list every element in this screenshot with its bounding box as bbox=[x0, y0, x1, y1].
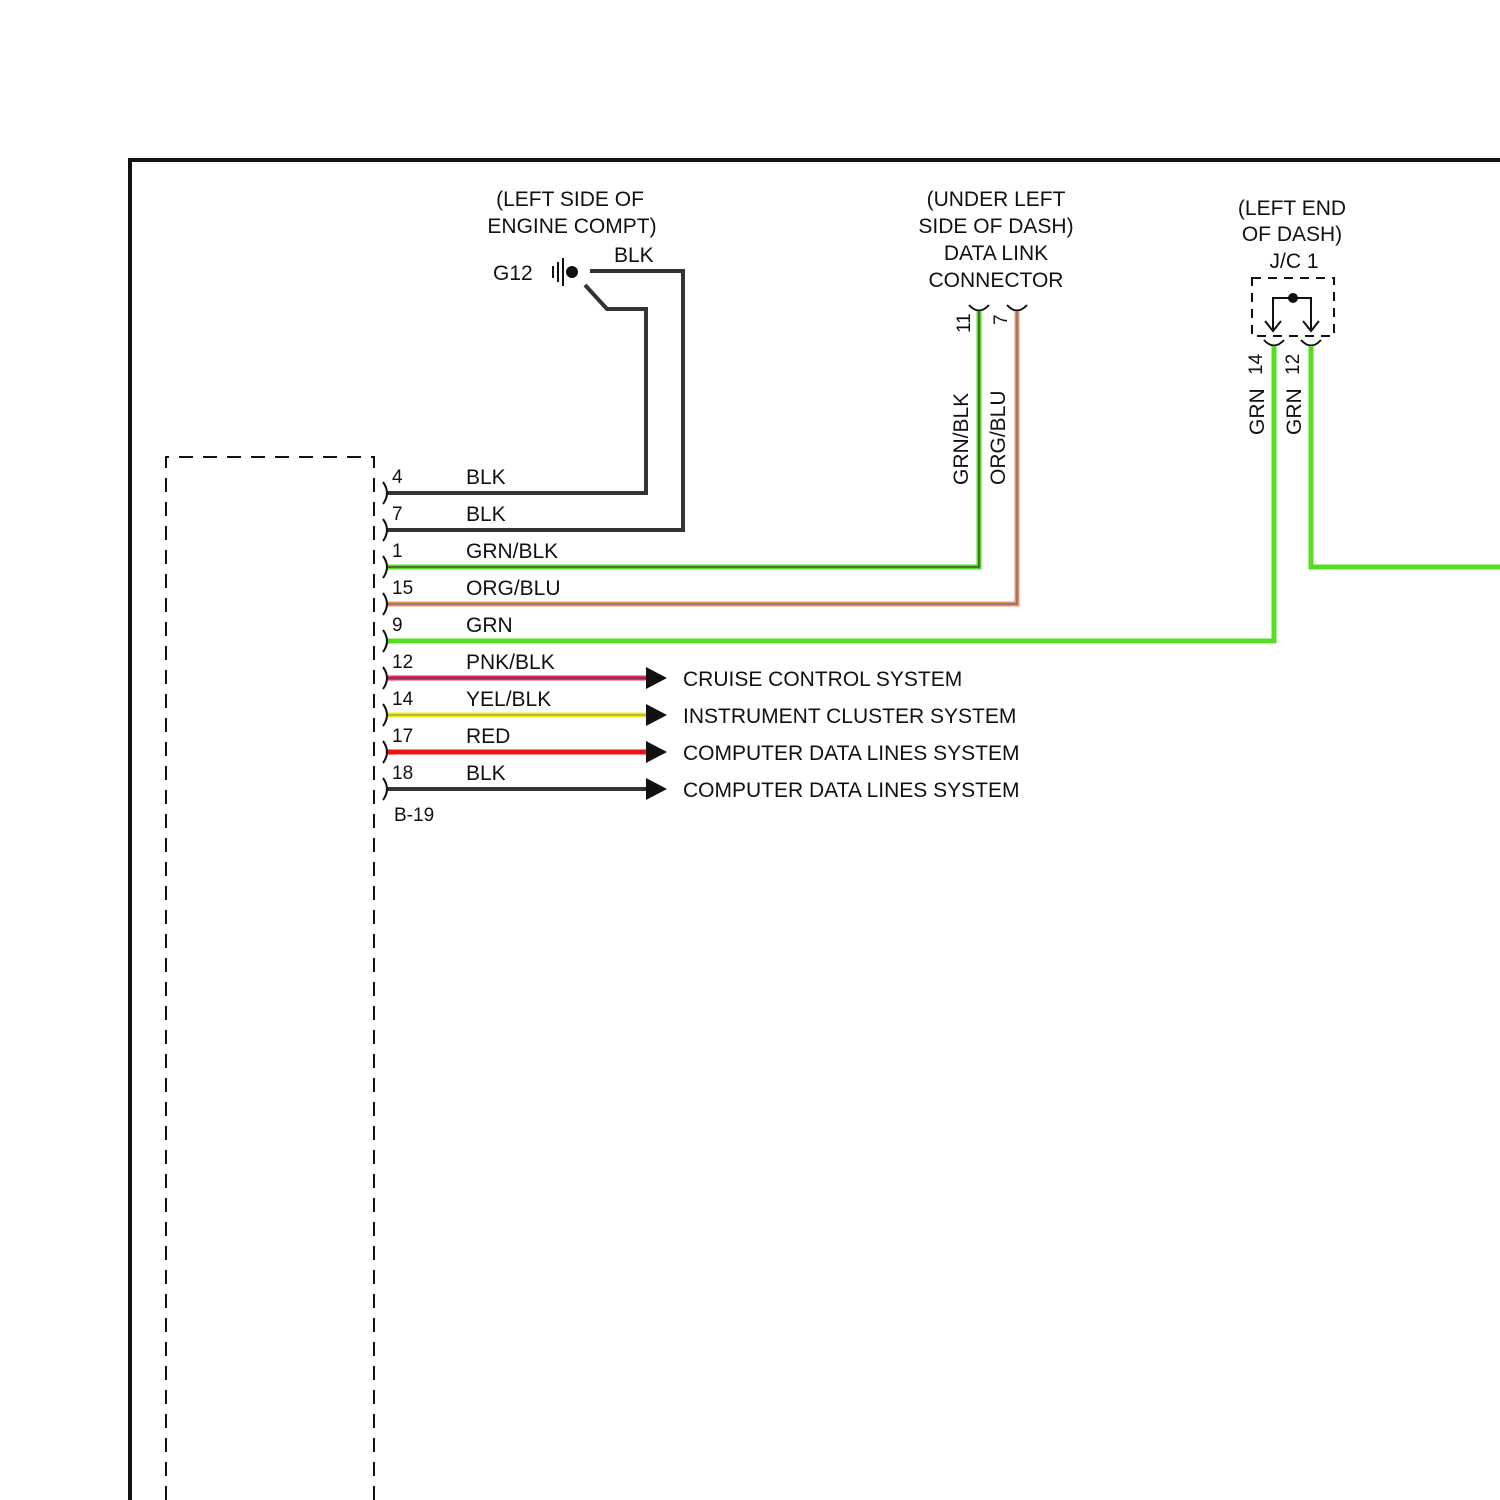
ground-id: G12 bbox=[493, 262, 533, 285]
dlc-terminal-7-icon bbox=[1007, 305, 1027, 311]
wire-grn-jc12-continuation bbox=[1311, 346, 1500, 567]
dlc-wire-7-label: ORG/BLU bbox=[987, 390, 1010, 485]
wire-color-label: GRN/BLK bbox=[466, 540, 558, 563]
jc-location-line2: OF DASH) bbox=[1242, 223, 1342, 246]
wire-color-label: BLK bbox=[466, 466, 506, 489]
wire-color-label: BLK bbox=[466, 762, 506, 785]
arrow-icon bbox=[646, 704, 667, 726]
jc-wire-12-label: GRN bbox=[1283, 388, 1306, 435]
module-connector-b19: 4 BLK 7 BLK 1 GRN/BLK 15 ORG/BLU 9 GRN 1… bbox=[383, 466, 561, 826]
arrow-icon bbox=[646, 741, 667, 763]
dlc-terminal-11-icon bbox=[969, 305, 989, 311]
jc-wire-14-label: GRN bbox=[1246, 388, 1269, 435]
terminal-icon bbox=[383, 667, 387, 689]
junction-connector: (LEFT END OF DASH) J/C 1 14 12 GRN GRN bbox=[1238, 197, 1346, 435]
dlc-location-line1: (UNDER LEFT bbox=[927, 188, 1066, 211]
dlc-name-line2: CONNECTOR bbox=[929, 269, 1064, 292]
terminal-icon bbox=[383, 593, 387, 615]
jc-pin-14: 14 bbox=[1246, 353, 1267, 375]
wire-color-label: GRN bbox=[466, 614, 513, 637]
wire-red bbox=[386, 741, 667, 763]
dlc-name-line1: DATA LINK bbox=[944, 242, 1048, 265]
ground-symbol-icon bbox=[553, 258, 578, 286]
dlc-pin-11: 11 bbox=[954, 313, 975, 333]
arrow-icon bbox=[646, 778, 667, 800]
destination-label: COMPUTER DATA LINES SYSTEM bbox=[683, 779, 1019, 802]
pin-number: 15 bbox=[392, 578, 413, 599]
dlc-location-line2: SIDE OF DASH) bbox=[918, 215, 1073, 238]
terminal-icon bbox=[383, 556, 387, 578]
jc-bus-icon bbox=[1265, 293, 1319, 331]
data-link-connector: (UNDER LEFT SIDE OF DASH) DATA LINK CONN… bbox=[918, 188, 1073, 485]
module-outline bbox=[166, 457, 374, 1500]
terminal-icon bbox=[383, 482, 387, 504]
destination-label: COMPUTER DATA LINES SYSTEM bbox=[683, 742, 1019, 765]
wire-color-label: ORG/BLU bbox=[466, 577, 561, 600]
jc-name: J/C 1 bbox=[1269, 250, 1318, 273]
wire-color-label: BLK bbox=[466, 503, 506, 526]
destination-label: INSTRUMENT CLUSTER SYSTEM bbox=[683, 705, 1016, 728]
terminal-icon bbox=[383, 741, 387, 763]
connector-id: B-19 bbox=[394, 805, 434, 826]
pin-number: 4 bbox=[392, 467, 403, 488]
pin-number: 12 bbox=[392, 652, 413, 673]
pin-number: 14 bbox=[392, 689, 414, 710]
ground-location-line2: ENGINE COMPT) bbox=[487, 215, 656, 238]
wire-color-label: YEL/BLK bbox=[466, 688, 551, 711]
pin-number: 1 bbox=[392, 541, 403, 562]
destination-label: CRUISE CONTROL SYSTEM bbox=[683, 668, 962, 691]
pin-number: 17 bbox=[392, 726, 413, 747]
jc-pin-12: 12 bbox=[1283, 354, 1304, 375]
dlc-wire-11-label: GRN/BLK bbox=[950, 393, 973, 485]
terminal-icon bbox=[383, 778, 387, 800]
pin-number: 18 bbox=[392, 763, 413, 784]
jc-location-line1: (LEFT END bbox=[1238, 197, 1346, 220]
jc-terminal-14-icon bbox=[1264, 340, 1284, 346]
terminal-icon bbox=[383, 704, 387, 726]
dlc-pin-7: 7 bbox=[991, 314, 1012, 325]
ground-wire-color: BLK bbox=[614, 244, 654, 267]
wire-blk-pin18 bbox=[386, 778, 667, 800]
arrow-icon bbox=[646, 667, 667, 689]
ground-location-line1: (LEFT SIDE OF bbox=[496, 188, 644, 211]
terminal-icon bbox=[383, 630, 387, 652]
jc-outline bbox=[1252, 278, 1334, 336]
jc-terminal-12-icon bbox=[1301, 340, 1321, 346]
wire-ground-to-pin4 bbox=[386, 285, 646, 493]
pin-number: 7 bbox=[392, 504, 403, 525]
terminal-icon bbox=[383, 519, 387, 541]
pin-number: 9 bbox=[392, 615, 403, 636]
wire-color-label: PNK/BLK bbox=[466, 651, 555, 674]
wire-color-label: RED bbox=[466, 725, 510, 748]
